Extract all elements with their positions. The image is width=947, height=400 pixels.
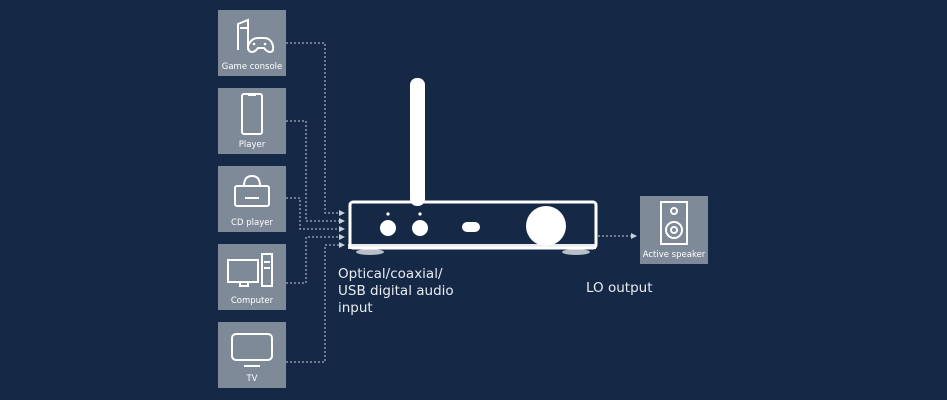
game-console-icon [237,18,275,54]
input-caption: Optical/coaxial/ USB digital audio input [338,266,454,316]
wire-game-console [286,42,345,216]
source-game-console: Game console [218,10,286,76]
wire-player [286,120,345,224]
source-label: Computer [230,296,274,306]
wire-cd-player [286,197,345,232]
source-computer: Computer [218,244,286,310]
output-active-speaker: Active speaker [640,196,708,264]
tv-icon [231,333,273,367]
source-label: CD player [231,218,273,228]
antenna [410,78,425,206]
source-cd-player: CD player [218,166,286,232]
dac-device [348,78,598,255]
player-icon [241,93,263,135]
source-label: Player [238,140,266,150]
cd-player-icon [234,174,270,207]
output-label: Active speaker [642,250,706,260]
computer-icon [227,253,273,287]
knob-right [412,220,428,236]
source-label: Game console [221,62,283,72]
knob-left [380,220,396,236]
output-caption: LO output [586,280,653,296]
wire-tv [286,242,345,363]
source-player: Player [218,88,286,154]
source-tv: TV [218,322,286,388]
speaker-icon [660,201,688,245]
wire-computer [286,234,345,284]
volume-knob [526,206,566,246]
front-button [462,222,480,232]
source-label: TV [246,374,258,384]
